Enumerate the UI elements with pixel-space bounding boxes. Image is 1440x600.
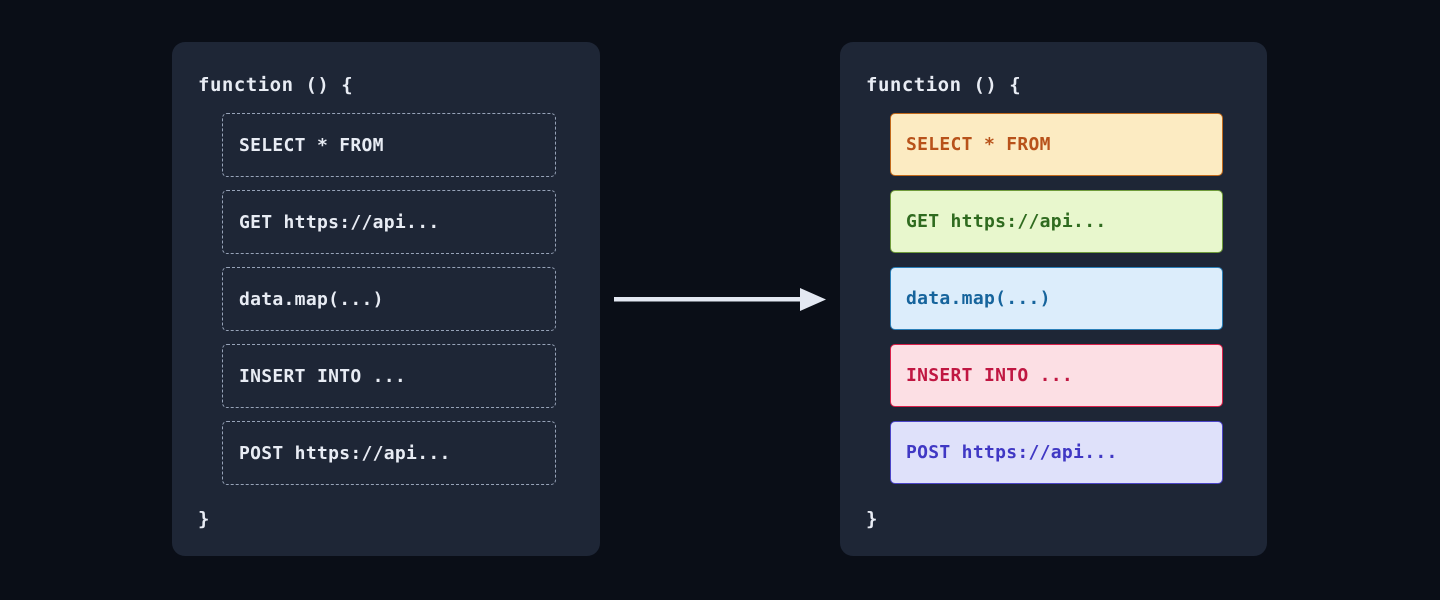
before-function-header: function () {: [198, 74, 354, 96]
before-row[interactable]: data.map(...): [222, 267, 556, 331]
before-row-list: SELECT * FROM GET https://api... data.map(…: [222, 113, 556, 485]
before-row[interactable]: INSERT INTO ...: [222, 344, 556, 408]
transform-arrow: [614, 284, 826, 316]
before-panel: function () { SELECT * FROM GET https://a…: [172, 42, 600, 556]
after-row[interactable]: INSERT INTO ...: [890, 344, 1223, 407]
after-function-footer: }: [866, 508, 878, 530]
after-row[interactable]: SELECT * FROM: [890, 113, 1223, 176]
after-function-header: function () {: [866, 74, 1022, 96]
before-function-footer: }: [198, 508, 210, 530]
after-panel: function () { SELECT * FROM GET https://a…: [840, 42, 1267, 556]
after-row[interactable]: data.map(...): [890, 267, 1223, 330]
before-row[interactable]: GET https://api...: [222, 190, 556, 254]
after-row[interactable]: GET https://api...: [890, 190, 1223, 253]
before-row[interactable]: SELECT * FROM: [222, 113, 556, 177]
after-row-list: SELECT * FROM GET https://api... data.map(…: [890, 113, 1224, 484]
before-row[interactable]: POST https://api...: [222, 421, 556, 485]
after-row[interactable]: POST https://api...: [890, 421, 1223, 484]
